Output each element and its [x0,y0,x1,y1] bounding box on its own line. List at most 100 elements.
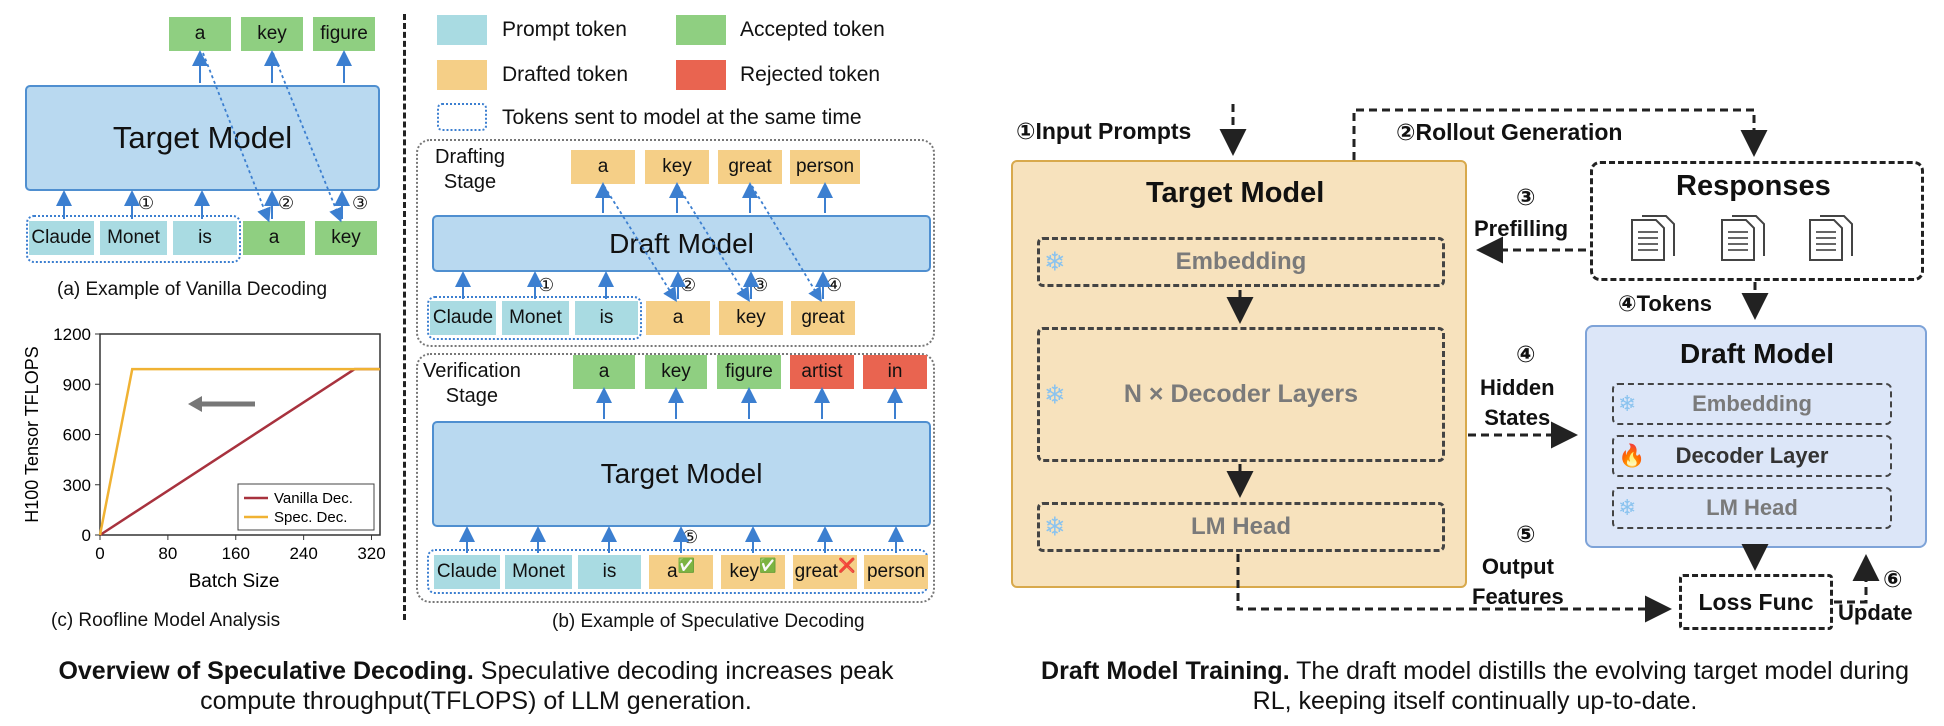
x-tick-label: 240 [289,544,317,563]
legend-swatch-same-time [437,103,487,131]
legend-swatch-drafted [437,60,487,90]
vanilla-output-token: figure [313,17,375,51]
draft-input-token: key [719,301,783,335]
draft-output-token: a [571,150,635,184]
target-lm-head: ❄ LM Head [1037,502,1445,552]
x-tick-label: 320 [357,544,385,563]
step-mark: ① [138,193,155,213]
draft-input-token: a [646,301,710,335]
cross-icon: ❌ [837,556,856,573]
left-figure-caption: Overview of Speculative Decoding. Specul… [16,656,936,716]
right-figure-caption: Draft Model Training. The draft model di… [1020,656,1930,716]
y-tick-label: 0 [82,526,91,545]
check-icon: ✅ [759,556,777,573]
rollout-label: ②Rollout Generation [1396,119,1623,145]
input-prompts-label: ①Input Prompts [1016,118,1192,144]
right-caption-title: Draft Model Training. [1041,657,1290,685]
draft-embedding-layer: ❄ Embedding [1612,383,1892,425]
prefilling-number: ③ [1516,184,1536,210]
legend-swatch-prompt [437,15,487,45]
verify-output-token: in [863,355,927,389]
output-number: ⑤ [1516,521,1536,547]
verify-output-token: key [645,355,707,389]
vanilla-caption: (a) Example of Vanilla Decoding [57,279,328,300]
legend-same-time: Tokens sent to model at the same time [502,106,862,129]
x-tick-label: 0 [95,544,104,563]
training-draft-title: Draft Model [1680,338,1834,369]
series-line [98,367,380,536]
verify-input-label: great [794,561,838,582]
verify-output-token: artist [790,355,854,389]
legend-accepted: Accepted token [740,18,885,41]
verification-stage-box [416,353,935,603]
vanilla-input-token: Monet [100,221,167,255]
target-embedding-label: Embedding [1175,248,1307,275]
hidden-states-label: Hidden States [1480,375,1555,430]
draft-embedding-label: Embedding [1692,391,1812,416]
drafting-stage-label: Drafting Stage [435,146,506,193]
verify-input-token: Monet [505,555,572,589]
legend-swatch-rejected [676,60,726,90]
verify-input-token: Claude [434,555,500,589]
target-decoder-layers: ❄N × Decoder Layers [1037,327,1445,462]
target-embedding-layer: ❄ Embedding [1037,237,1445,287]
legend-label: Vanilla Dec. [274,490,353,507]
check-icon: ✅ [677,556,695,573]
loss-func-box: Loss Func [1679,574,1833,630]
left-caption-title: Overview of Speculative Decoding. [58,657,474,685]
verify-output-token: figure [717,355,781,389]
drafting-stage-box [416,139,935,347]
draft-input-token: Monet [502,301,569,335]
chart-legend [237,483,375,531]
update-label: Update [1838,600,1913,625]
update-number: ⑥ [1883,566,1903,592]
training-target-title: Target Model [1146,177,1325,209]
hidden-number: ④ [1516,341,1536,367]
shift-arrow-head [188,396,202,412]
snowflake-icon: ❄ [1618,495,1637,520]
draft-output-token: great [718,150,782,184]
y-tick-label: 600 [63,426,91,445]
vanilla-input-token: is [173,221,237,255]
snowflake-icon: ❄ [1044,246,1066,277]
output-features-label: Output Features [1472,554,1564,609]
verify-output-token: a [573,355,635,389]
document-icon [1806,214,1862,271]
verify-input-token: person [864,555,928,589]
step-mark: ② [278,193,295,213]
right-caption-text: The draft model distills the evolving ta… [1252,657,1909,715]
draft-lm-head-label: LM Head [1706,495,1798,520]
x-axis-label: Batch Size [189,571,280,592]
draft-input-token: is [575,301,638,335]
verify-input-token: great❌ [793,555,857,589]
verify-input-label: a [666,561,678,582]
vanilla-input-token: key [315,221,377,255]
responses-title: Responses [1676,170,1831,202]
verification-stage-label: Verification Stage [423,360,521,407]
step-mark: ③ [352,193,369,213]
vanilla-output-token: a [169,17,231,51]
snowflake-icon: ❄ [1044,511,1066,542]
y-tick-label: 300 [63,476,91,495]
draft-decoder-label: Decoder Layer [1675,443,1829,468]
target-decoder-label: N × Decoder Layers [1123,380,1359,408]
target-lm-head-label: LM Head [1190,513,1291,540]
y-tick-label: 1200 [53,325,91,344]
draft-model-box: Draft Model [432,215,931,272]
verify-input-token: a✅ [649,555,713,589]
vanilla-input-token: a [243,221,305,255]
snowflake-icon: ❄ [1618,391,1637,416]
verify-input-token: key✅ [721,555,785,589]
fire-icon: 🔥 [1618,443,1646,468]
panel-separator [403,14,406,620]
draft-lm-head: ❄ LM Head [1612,487,1892,529]
legend-swatch-accepted [676,15,726,45]
document-icon [1628,214,1684,271]
draft-input-token: Claude [430,301,496,335]
verify-input-token: is [578,555,641,589]
y-tick-label: 900 [63,375,91,394]
vanilla-output-token: key [241,17,303,51]
